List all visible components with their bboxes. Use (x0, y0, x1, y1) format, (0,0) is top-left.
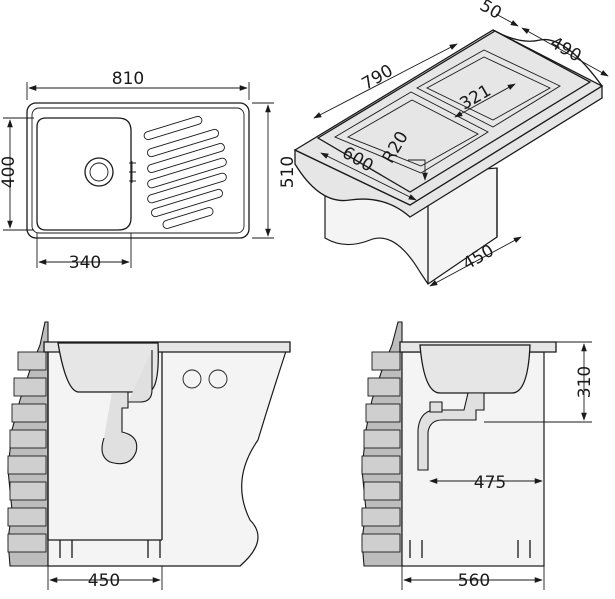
dim-line-490 (521, 27, 609, 77)
dim-label-510: 510 (278, 156, 298, 188)
dim-line-321 (454, 83, 516, 118)
sink-outline (26, 102, 250, 239)
dim-label-front-450: 450 (88, 571, 120, 591)
front-legs (59, 540, 161, 558)
side-bricks (361, 351, 401, 553)
top-view: 810 510 400 340 (0, 69, 298, 273)
front-overflow-pipe (128, 350, 153, 403)
dim-label-340: 340 (69, 253, 101, 273)
dim-label-50: 50 (476, 0, 505, 24)
dim-label-810: 810 (112, 69, 144, 89)
dim-label-560: 560 (458, 571, 490, 591)
dim-line-600 (320, 152, 417, 201)
front-hole-right (208, 369, 228, 389)
side-legs (409, 540, 531, 558)
dim-line-790 (313, 43, 458, 119)
bowl-outline (36, 117, 132, 231)
front-cabinet-frame (47, 350, 163, 541)
dim-label-310: 310 (575, 366, 595, 398)
side-view: 310 475 560 (361, 321, 595, 591)
dim-label-475: 475 (474, 473, 506, 493)
front-cabinet (47, 344, 289, 567)
front-bricks (7, 351, 47, 553)
sink-rim (31, 107, 245, 234)
dim-line-iso-450 (429, 236, 522, 287)
iso-cabinet-edges (427, 168, 498, 284)
drain-inner (89, 162, 109, 182)
dim-label-400: 400 (0, 156, 19, 188)
overflow-mark (129, 161, 136, 183)
dim-line-50 (495, 13, 519, 27)
iso-view: 790 50 490 321 R20 600 450 (293, 0, 609, 287)
front-drain-pipe (101, 391, 138, 465)
front-view: 450 (7, 321, 291, 591)
dim-label-790: 790 (358, 61, 396, 95)
drainboard-grooves (143, 115, 227, 229)
drain-outer (84, 157, 114, 187)
side-bowl (419, 344, 531, 394)
side-valve (429, 401, 443, 413)
front-hole-left (182, 369, 202, 389)
